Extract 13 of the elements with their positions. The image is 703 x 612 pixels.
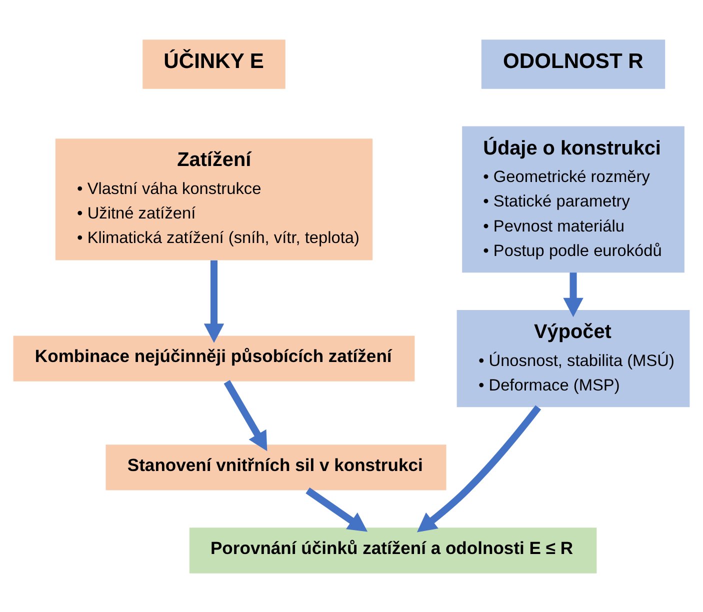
node-box: Stanovení vnitřních sil v konstrukci [106, 444, 446, 490]
arrow [306, 487, 368, 532]
node-box: Zatížení • Vlastní váha konstrukce • Užitné zatížení • Klimatická zatížení (sníh, vítr, teplota) [55, 138, 373, 260]
arrow [204, 260, 224, 342]
node-box: Kombinace nejúčinněji působících zatížení [13, 335, 415, 381]
node-box: Údaje o konstrukci • Geometrické rozměry • Statické parametry • Pevnost materiálu • Postup podle eurokódů [462, 126, 684, 272]
node-box: Výpočet • Únosnost, stabilita (MSÚ) • Deformace (MSP) [456, 310, 690, 407]
arrow [563, 272, 584, 317]
arrow [416, 404, 542, 532]
arrow [224, 380, 268, 451]
node-box: ÚČINKY E [142, 39, 286, 88]
node-box: ODOLNOST R [481, 39, 666, 88]
node-box: Porovnání účinků zatížení a odolnosti E ≤ R [189, 527, 597, 573]
